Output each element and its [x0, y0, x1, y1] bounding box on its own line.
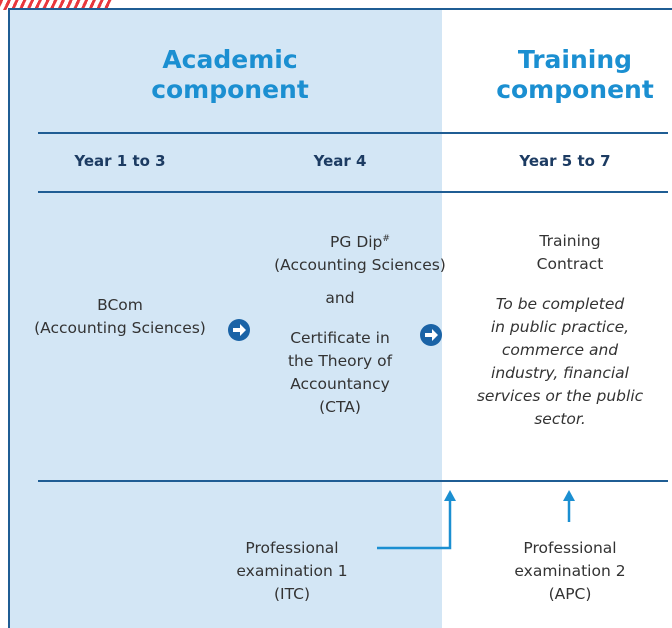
and-label: and — [325, 289, 355, 307]
exam-apc-line: (APC) — [548, 585, 592, 603]
training-desc-line: services or the public — [476, 387, 644, 405]
itc-connector-line — [377, 500, 452, 550]
training-heading: Training component — [480, 45, 670, 105]
divider-years — [38, 191, 668, 193]
training-contract-line1: Training — [539, 232, 601, 250]
pgdip-box: PG Dip# (Accounting Sciences) — [270, 228, 450, 277]
exam-itc-line: Professional — [245, 539, 339, 557]
pgdip-subtitle: (Accounting Sciences) — [274, 256, 446, 275]
bcom-line1: BCom — [97, 296, 143, 314]
training-desc-line: in public practice, — [490, 318, 630, 336]
training-contract-description: To be completed in public practice, comm… — [450, 293, 670, 431]
training-heading-line1: Training — [517, 45, 633, 74]
academic-heading-line2: component — [151, 75, 309, 104]
cta-box: Certificate in the Theory of Accountancy… — [260, 327, 420, 419]
training-desc-line: industry, financial — [491, 364, 629, 382]
arrow-right-icon — [420, 324, 442, 346]
bcom-line2: (Accounting Sciences) — [34, 319, 206, 337]
academic-panel — [10, 10, 442, 628]
bcom-box: BCom (Accounting Sciences) — [15, 294, 225, 340]
pgdip-footnote-mark: # — [382, 234, 390, 244]
cta-line1: Certificate in — [290, 329, 390, 347]
training-desc-line: To be completed — [495, 295, 625, 313]
year-label-3: Year 5 to 7 — [519, 152, 611, 170]
training-heading-line2: component — [496, 75, 654, 104]
divider-bottom — [38, 480, 668, 482]
cta-line4: (CTA) — [319, 398, 361, 416]
frame-left-border — [8, 8, 10, 628]
year-label-2: Year 4 — [313, 152, 367, 170]
training-contract-line2: Contract — [536, 255, 604, 273]
training-contract-title: Training Contract — [500, 230, 640, 276]
training-desc-line: sector. — [534, 410, 586, 428]
training-desc-line: commerce and — [501, 341, 619, 359]
decorative-stripes — [0, 0, 112, 10]
year-label-1: Year 1 to 3 — [74, 152, 166, 170]
exam-apc-line: Professional — [523, 539, 617, 557]
cta-line2: the Theory of — [287, 352, 393, 370]
exam-itc-line: (ITC) — [273, 585, 311, 603]
pgdip-title: PG Dip# — [330, 233, 390, 252]
arrow-up-icon — [563, 490, 575, 501]
exam-itc-box: Professional examination 1 (ITC) — [212, 537, 372, 606]
cta-line3: Accountancy — [290, 375, 390, 393]
arrow-right-icon — [228, 319, 250, 341]
divider-top — [38, 132, 668, 134]
frame-top-border — [10, 8, 672, 10]
exam-apc-line: examination 2 — [514, 562, 626, 580]
arrow-up-icon — [444, 490, 456, 501]
academic-heading-line1: Academic — [162, 45, 298, 74]
exam-itc-line: examination 1 — [236, 562, 348, 580]
exam-apc-box: Professional examination 2 (APC) — [490, 537, 650, 606]
academic-heading: Academic component — [100, 45, 360, 105]
